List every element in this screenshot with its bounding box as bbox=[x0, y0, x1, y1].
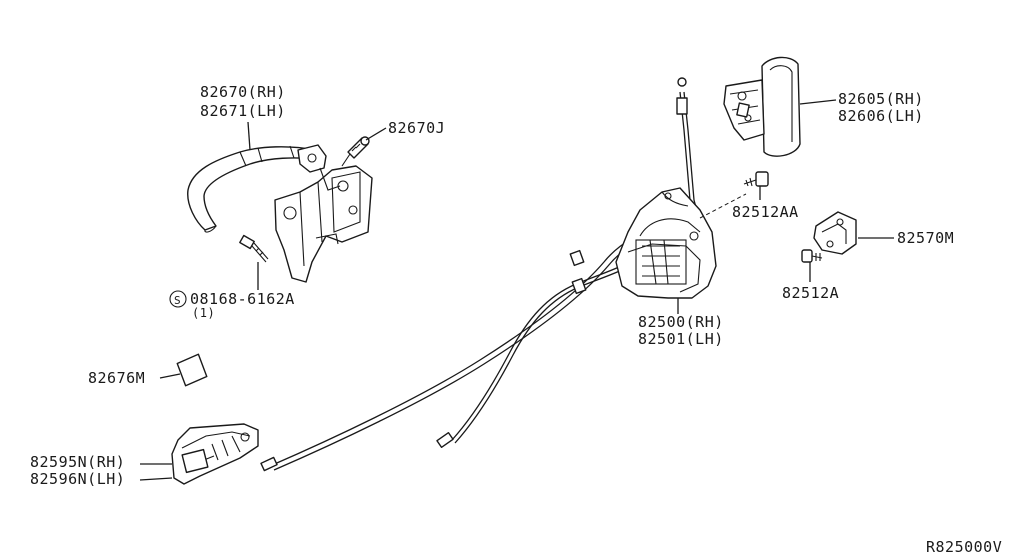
diagram-id: R825000V bbox=[926, 538, 1002, 556]
cable-lines bbox=[260, 77, 701, 472]
leader-line bbox=[159, 373, 181, 379]
striker-part bbox=[813, 211, 857, 255]
screw-82670j-part bbox=[341, 136, 370, 167]
label-82501-lh: 82501(LH) bbox=[638, 330, 724, 348]
label-82500-rh: 82500(RH) bbox=[638, 313, 724, 331]
label-82670-rh: 82670(RH) bbox=[200, 83, 286, 101]
label-82606-lh: 82606(LH) bbox=[838, 107, 924, 125]
inside-handle-part bbox=[171, 423, 259, 485]
label-quantity: (1) bbox=[192, 306, 215, 320]
screw-82512aa-part bbox=[743, 171, 769, 187]
symbol-s: S bbox=[174, 294, 181, 307]
label-82596n-lh: 82596N(LH) bbox=[30, 470, 125, 488]
label-08168-6162a: 08168-6162A bbox=[190, 290, 295, 308]
leader-line bbox=[139, 477, 173, 481]
label-82670j: 82670J bbox=[388, 119, 445, 137]
bolt-part bbox=[239, 234, 269, 263]
label-82605-rh: 82605(RH) bbox=[838, 90, 924, 108]
leader-line bbox=[365, 127, 387, 141]
symbol-s-circle bbox=[169, 290, 187, 308]
outside-handle-part bbox=[723, 56, 801, 157]
escutcheon-part bbox=[176, 353, 208, 387]
leader-line bbox=[799, 99, 837, 105]
leader-line bbox=[247, 121, 251, 151]
label-82570m: 82570M bbox=[897, 229, 954, 247]
label-82595n-rh: 82595N(RH) bbox=[30, 453, 125, 471]
label-82671-lh: 82671(LH) bbox=[200, 102, 286, 120]
label-82512aa: 82512AA bbox=[732, 203, 799, 221]
inside-handle-bracket-part bbox=[187, 144, 373, 283]
door-lock-part bbox=[615, 187, 747, 299]
label-82676m: 82676M bbox=[88, 369, 145, 387]
screw-82512a-part bbox=[801, 249, 823, 263]
label-82512a: 82512A bbox=[782, 284, 839, 302]
